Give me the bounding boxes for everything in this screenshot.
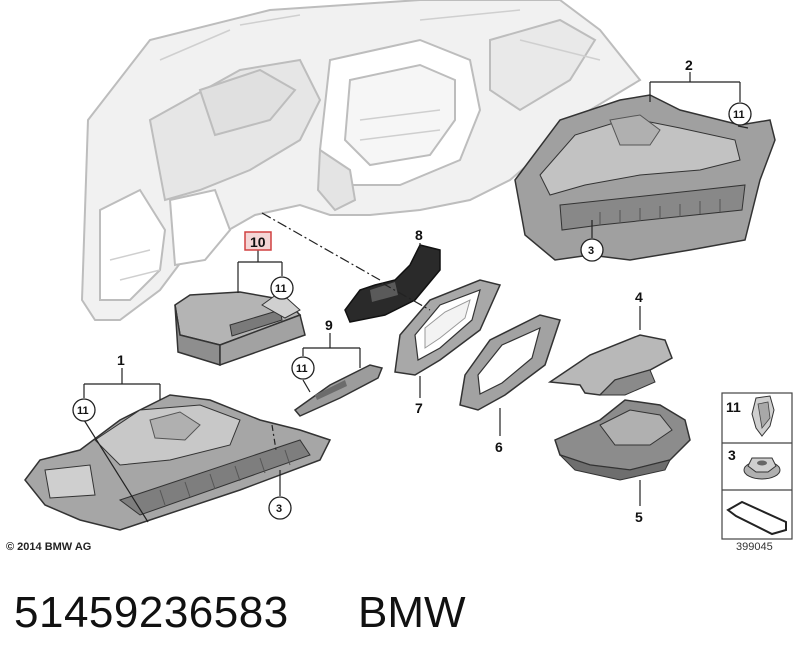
svg-text:11: 11 (77, 405, 89, 417)
svg-text:11: 11 (296, 363, 308, 375)
callout-6: 6 (495, 439, 503, 455)
svg-text:3: 3 (276, 503, 282, 515)
copyright-text: © 2014 BMW AG (6, 541, 92, 553)
callout-labels: 2 8 9 7 6 4 5 1 (117, 57, 693, 525)
callout-5: 5 (635, 509, 643, 525)
nut-icon (743, 457, 781, 480)
callout-8: 8 (415, 227, 423, 243)
callout-7: 7 (415, 400, 423, 416)
dashboard-detail-lines (109, 9, 601, 281)
svg-text:3: 3 (588, 245, 594, 257)
part-7-vent-bezel[interactable] (394, 279, 502, 376)
part-8-trim-strip[interactable] (344, 244, 441, 323)
part-5-column-cover-lower[interactable] (554, 399, 691, 481)
part-6-vent-bezel[interactable] (459, 314, 561, 411)
leader-lines (83, 72, 749, 523)
legend-label-11: 11 (726, 399, 741, 415)
circle-callout-11-part2: 11 (728, 102, 752, 126)
callout-2: 2 (685, 57, 693, 73)
clip-icon (751, 395, 775, 437)
callout-4: 4 (635, 289, 643, 305)
callout-1: 1 (117, 352, 125, 368)
callout-9: 9 (325, 317, 333, 333)
part-1-trim-panel[interactable] (24, 394, 332, 531)
svg-text:11: 11 (275, 283, 287, 295)
part-2-trim-panel[interactable] (514, 94, 776, 261)
circled-callouts: 11 3 11 11 11 3 (72, 102, 752, 520)
svg-text:11: 11 (733, 109, 745, 121)
circle-callout-11-part1: 11 (72, 398, 96, 422)
svg-text:10: 10 (250, 234, 266, 250)
circle-callout-11-part10: 11 (270, 276, 294, 300)
circle-callout-11-part9: 11 (291, 356, 315, 380)
circle-callout-3-part2: 3 (580, 238, 604, 262)
callout-10-highlighted[interactable]: 10 (244, 231, 272, 251)
part-10-glovebox[interactable] (174, 291, 306, 367)
drawing-number: 399045 (736, 541, 773, 553)
part-9-small-trim[interactable] (293, 364, 384, 417)
pad-icon (726, 500, 787, 536)
part-4-column-cover-upper[interactable] (547, 334, 673, 396)
legend-label-3: 3 (728, 447, 736, 463)
brand-label: BMW (358, 588, 466, 637)
part-number: 51459236583 (14, 588, 289, 637)
fastener-legend: 11 3 (721, 392, 793, 540)
circle-callout-3-part1: 3 (268, 496, 292, 520)
